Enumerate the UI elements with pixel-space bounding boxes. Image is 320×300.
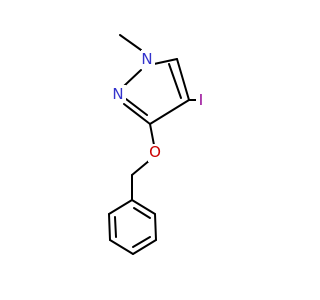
bond-c3-n2-double bbox=[125, 98, 148, 116]
bond-ph-6 bbox=[108, 199, 133, 215]
bond-ph-4 bbox=[109, 239, 134, 255]
bond-o-ch2 bbox=[131, 159, 151, 176]
bond-ph-inner-2 bbox=[132, 236, 151, 248]
bond-n1-c5 bbox=[153, 58, 178, 65]
atom-bg-n1 bbox=[141, 50, 155, 68]
atom-n1: N bbox=[141, 50, 152, 68]
bond-ph-3 bbox=[132, 239, 157, 255]
bond-c3-o bbox=[149, 123, 155, 146]
atom-bg-o bbox=[148, 144, 162, 162]
bond-n2-n1 bbox=[123, 69, 142, 87]
atom-bg-n2 bbox=[112, 85, 126, 103]
atom-o: O bbox=[149, 143, 161, 161]
bond-ph-inner-1 bbox=[133, 207, 151, 219]
bond-ph-2 bbox=[154, 213, 157, 241]
bond-c3-n2 bbox=[123, 103, 151, 125]
bond-c5-c4 bbox=[176, 58, 190, 101]
structure-canvas: N N O I bbox=[108, 34, 208, 255]
bond-ph-inner-3 bbox=[114, 216, 117, 238]
atom-bg-i bbox=[196, 91, 208, 109]
bond-ph-1 bbox=[131, 199, 156, 215]
bond-methyl-n1 bbox=[119, 34, 142, 51]
bond-c4-c3 bbox=[149, 99, 190, 125]
atom-n2: N bbox=[112, 85, 123, 103]
bond-c5-c4-double bbox=[168, 63, 182, 99]
atom-i: I bbox=[199, 91, 203, 109]
molecule-drawing: N N O I bbox=[108, 34, 208, 255]
bond-ph-5 bbox=[108, 213, 111, 241]
